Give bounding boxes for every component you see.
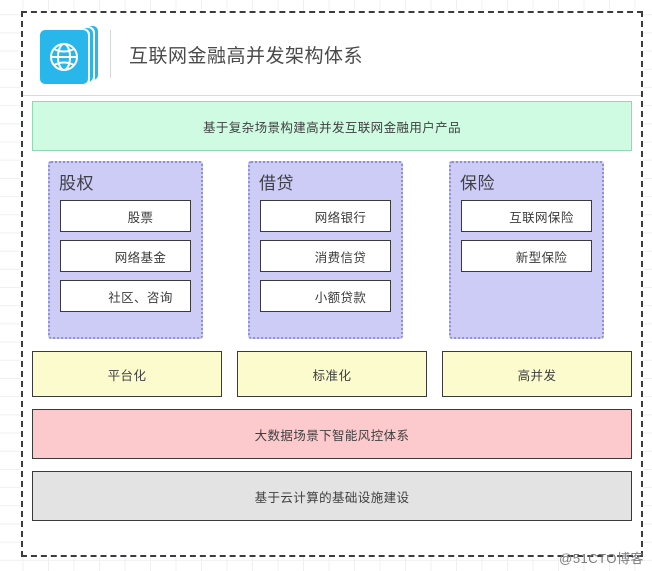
list-item: 小额贷款 (260, 280, 391, 312)
category-item-list: 互联网保险 新型保险 (461, 200, 592, 280)
capability-box: 平台化 (32, 351, 222, 397)
header-divider (110, 30, 111, 78)
header-rule (23, 95, 641, 96)
list-item: 网络基金 (60, 240, 191, 272)
risk-control-band: 大数据场景下智能风控体系 (32, 409, 632, 459)
list-item: 互联网保险 (461, 200, 592, 232)
list-item: 股票 (60, 200, 191, 232)
list-item: 消费信贷 (260, 240, 391, 272)
category-item-list: 网络银行 消费信贷 小额贷款 (260, 200, 391, 320)
watermark: @51CTO博客 (559, 551, 644, 566)
list-item: 网络银行 (260, 200, 391, 232)
list-item: 社区、咨询 (60, 280, 191, 312)
category-column-equity: 股权 股票 网络基金 社区、咨询 (48, 161, 203, 339)
diagram-header: 互联网金融高并发架构体系 (23, 13, 641, 95)
diagram-frame: 互联网金融高并发架构体系 基于复杂场景构建高并发互联网金融用户产品 股权 股票 … (21, 11, 643, 557)
page-title: 互联网金融高并发架构体系 (129, 45, 364, 67)
capability-row: 平台化 标准化 高并发 (32, 351, 632, 397)
category-title: 借贷 (259, 174, 294, 193)
category-title: 保险 (460, 174, 495, 193)
capability-box: 高并发 (442, 351, 632, 397)
category-column-lending: 借贷 网络银行 消费信贷 小额贷款 (248, 161, 403, 339)
globe-cards-icon (32, 21, 108, 87)
category-column-insurance: 保险 互联网保险 新型保险 (449, 161, 604, 339)
category-title: 股权 (59, 174, 94, 193)
globe-glyph (40, 30, 88, 84)
category-item-list: 股票 网络基金 社区、咨询 (60, 200, 191, 320)
category-columns: 股权 股票 网络基金 社区、咨询 借贷 网络银行 消费信贷 小额贷款 保险 互 (32, 161, 632, 339)
capability-box: 标准化 (237, 351, 427, 397)
infrastructure-band: 基于云计算的基础设施建设 (32, 471, 632, 521)
list-item: 新型保险 (461, 240, 592, 272)
product-banner: 基于复杂场景构建高并发互联网金融用户产品 (32, 101, 632, 151)
